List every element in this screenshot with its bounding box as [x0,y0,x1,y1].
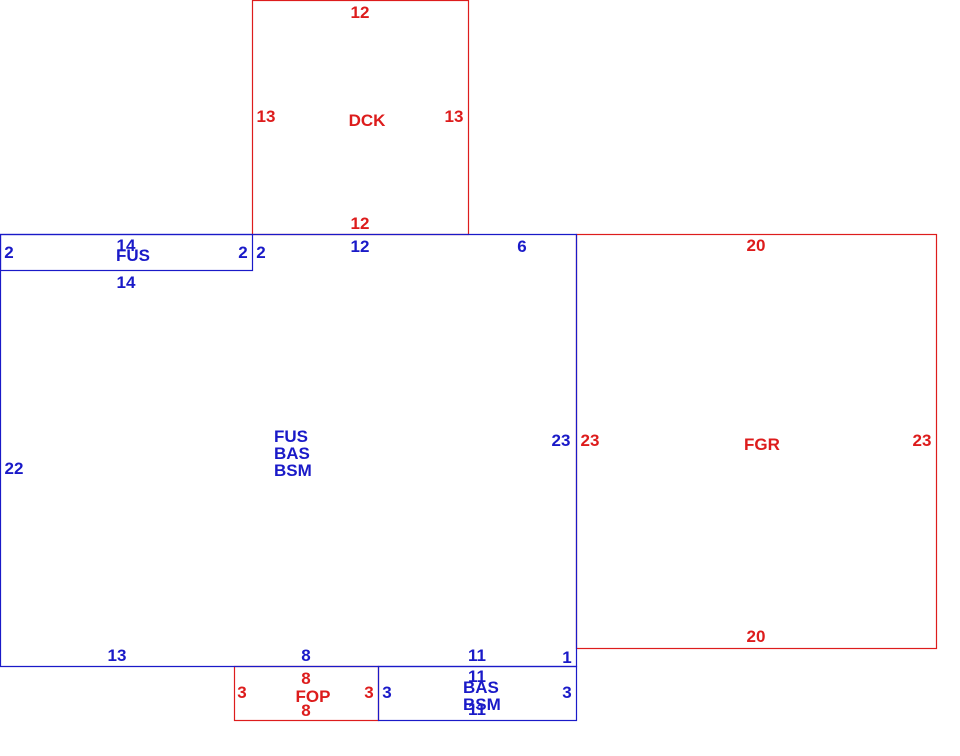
upper-dim-bottom: 14 [117,273,136,292]
main-dim-left: 22 [5,459,24,478]
garage-area: 20 23 FGR 23 20 [575,233,938,650]
main-house-area: 2 12 6 FUS BAS BSM 22 23 13 8 11 1 [0,233,578,668]
main-dim-top-right: 6 [517,237,526,256]
porch-dim-left: 3 [237,683,246,702]
main-dim-bottom-mid: 8 [301,646,310,665]
garage-dim-top: 20 [747,236,766,255]
addition-code-bsm: BSM [463,695,501,714]
main-code-bsm: BSM [274,461,312,480]
garage-dim-right: 23 [913,431,932,450]
main-code-bas: BAS [274,444,310,463]
upper-story-area: 2 14 FUS 2 14 [0,233,254,292]
deck-area: 12 13 13 DCK 12 [251,0,470,236]
garage-dim-bottom: 20 [747,627,766,646]
main-dim-bottom-step: 1 [562,648,571,667]
garage-code: FGR [744,435,780,454]
porch-area: 8 3 FOP 3 8 [233,665,380,722]
main-dim-top: 12 [351,237,370,256]
deck-dim-right: 13 [445,107,464,126]
upper-code: FUS [116,246,150,265]
main-code-fus: FUS [274,427,308,446]
addition-code-bas: BAS [463,678,499,697]
garage-dim-left: 23 [581,431,600,450]
upper-dim-left: 2 [4,243,13,262]
addition-dim-top: 11 [468,667,486,686]
deck-dim-bottom: 12 [351,214,370,233]
deck-dim-left: 13 [257,107,276,126]
porch-dim-bottom: 8 [301,701,310,720]
main-dim-right: 23 [552,431,571,450]
upper-dim-right: 2 [238,243,247,262]
porch-dim-top: 8 [301,669,310,688]
addition-dim-left: 3 [382,683,391,702]
porch-dim-right: 3 [364,683,373,702]
main-dim-top-left-segment: 2 [256,243,265,262]
upper-story-outline [0,233,254,272]
addition-dim-bottom: 11 [468,700,486,719]
addition-outline [377,665,578,722]
addition-dim-right: 3 [562,683,571,702]
main-dim-bottom-left: 13 [108,646,127,665]
deck-code: DCK [349,111,387,130]
upper-dim-top: 14 [117,236,136,255]
main-dim-bottom-right: 11 [468,646,486,665]
deck-dim-top: 12 [351,3,370,22]
addition-area: 11 3 BAS BSM 11 3 [377,665,578,722]
porch-code: FOP [296,687,331,706]
